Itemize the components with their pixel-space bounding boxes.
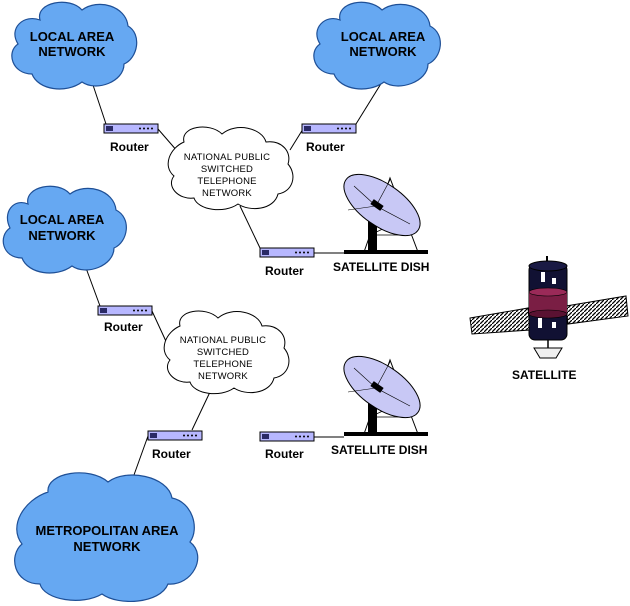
router-icon [259, 431, 315, 442]
lan-middle-left-label-line1: LOCAL AREA [20, 212, 105, 227]
router-icon [97, 305, 153, 316]
lan-top-right-label-line2: NETWORK [349, 44, 417, 59]
lan-middle-left-label-line2: NETWORK [28, 228, 96, 243]
lan-cloud-top-right: LOCAL AREA NETWORK [313, 1, 441, 90]
router-bottom-left: Router [147, 430, 203, 461]
router-top-dish: Router [259, 247, 315, 278]
router-middle-left-label: Router [104, 320, 143, 334]
router-top-dish-label: Router [265, 264, 304, 278]
pstn-bottom-label-line2: SWITCHED [197, 347, 249, 358]
pstn-cloud-top: NATIONAL PUBLIC SWITCHED TELEPHONE NETWO… [167, 126, 294, 211]
lan-top-left-label-line2: NETWORK [38, 44, 106, 59]
satellite-dish-icon [333, 162, 431, 255]
satellite-dish-bottom: SATELLITE DISH [331, 344, 431, 457]
satellite: SATELLITE [469, 256, 629, 382]
man-bottom-label-line2: NETWORK [73, 539, 141, 554]
router-top-left-label: Router [110, 140, 149, 154]
router-bottom-dish-label: Router [265, 447, 304, 461]
lan-top-left-label-line1: LOCAL AREA [30, 29, 115, 44]
satellite-dish-top-label: SATELLITE DISH [333, 260, 429, 274]
pstn-bottom-label-line4: NETWORK [198, 371, 248, 382]
satellite-label: SATELLITE [512, 368, 576, 382]
router-bottom-left-label: Router [152, 447, 191, 461]
pstn-top-label-line1: NATIONAL PUBLIC [184, 152, 270, 163]
router-bottom-dish: Router [259, 431, 315, 461]
man-bottom-label-line1: METROPOLITAN AREA [36, 523, 180, 538]
pstn-top-label-line3: TELEPHONE [197, 176, 256, 187]
lan-top-right-label-line1: LOCAL AREA [341, 29, 426, 44]
satellite-icon [469, 256, 629, 359]
router-top-right: Router [301, 123, 357, 154]
router-icon [103, 123, 159, 134]
router-icon [147, 430, 203, 441]
lan-cloud-middle-left: LOCAL AREA NETWORK [2, 185, 127, 274]
pstn-top-label-line2: SWITCHED [201, 164, 253, 175]
pstn-cloud-bottom: NATIONAL PUBLIC SWITCHED TELEPHONE NETWO… [163, 310, 290, 395]
satellite-dish-icon [333, 344, 431, 437]
man-cloud-bottom: METROPOLITAN AREA NETWORK [14, 472, 199, 603]
satellite-dish-bottom-label: SATELLITE DISH [331, 443, 427, 457]
pstn-top-label-line4: NETWORK [202, 188, 252, 199]
router-top-right-label: Router [306, 140, 345, 154]
router-icon [301, 123, 357, 134]
pstn-bottom-label-line1: NATIONAL PUBLIC [180, 335, 266, 346]
router-middle-left: Router [97, 305, 153, 334]
pstn-bottom-label-line3: TELEPHONE [193, 359, 252, 370]
satellite-dish-top: SATELLITE DISH [333, 162, 431, 274]
router-top-left: Router [103, 123, 159, 154]
router-icon [259, 247, 315, 258]
lan-cloud-top-left: LOCAL AREA NETWORK [11, 1, 138, 90]
